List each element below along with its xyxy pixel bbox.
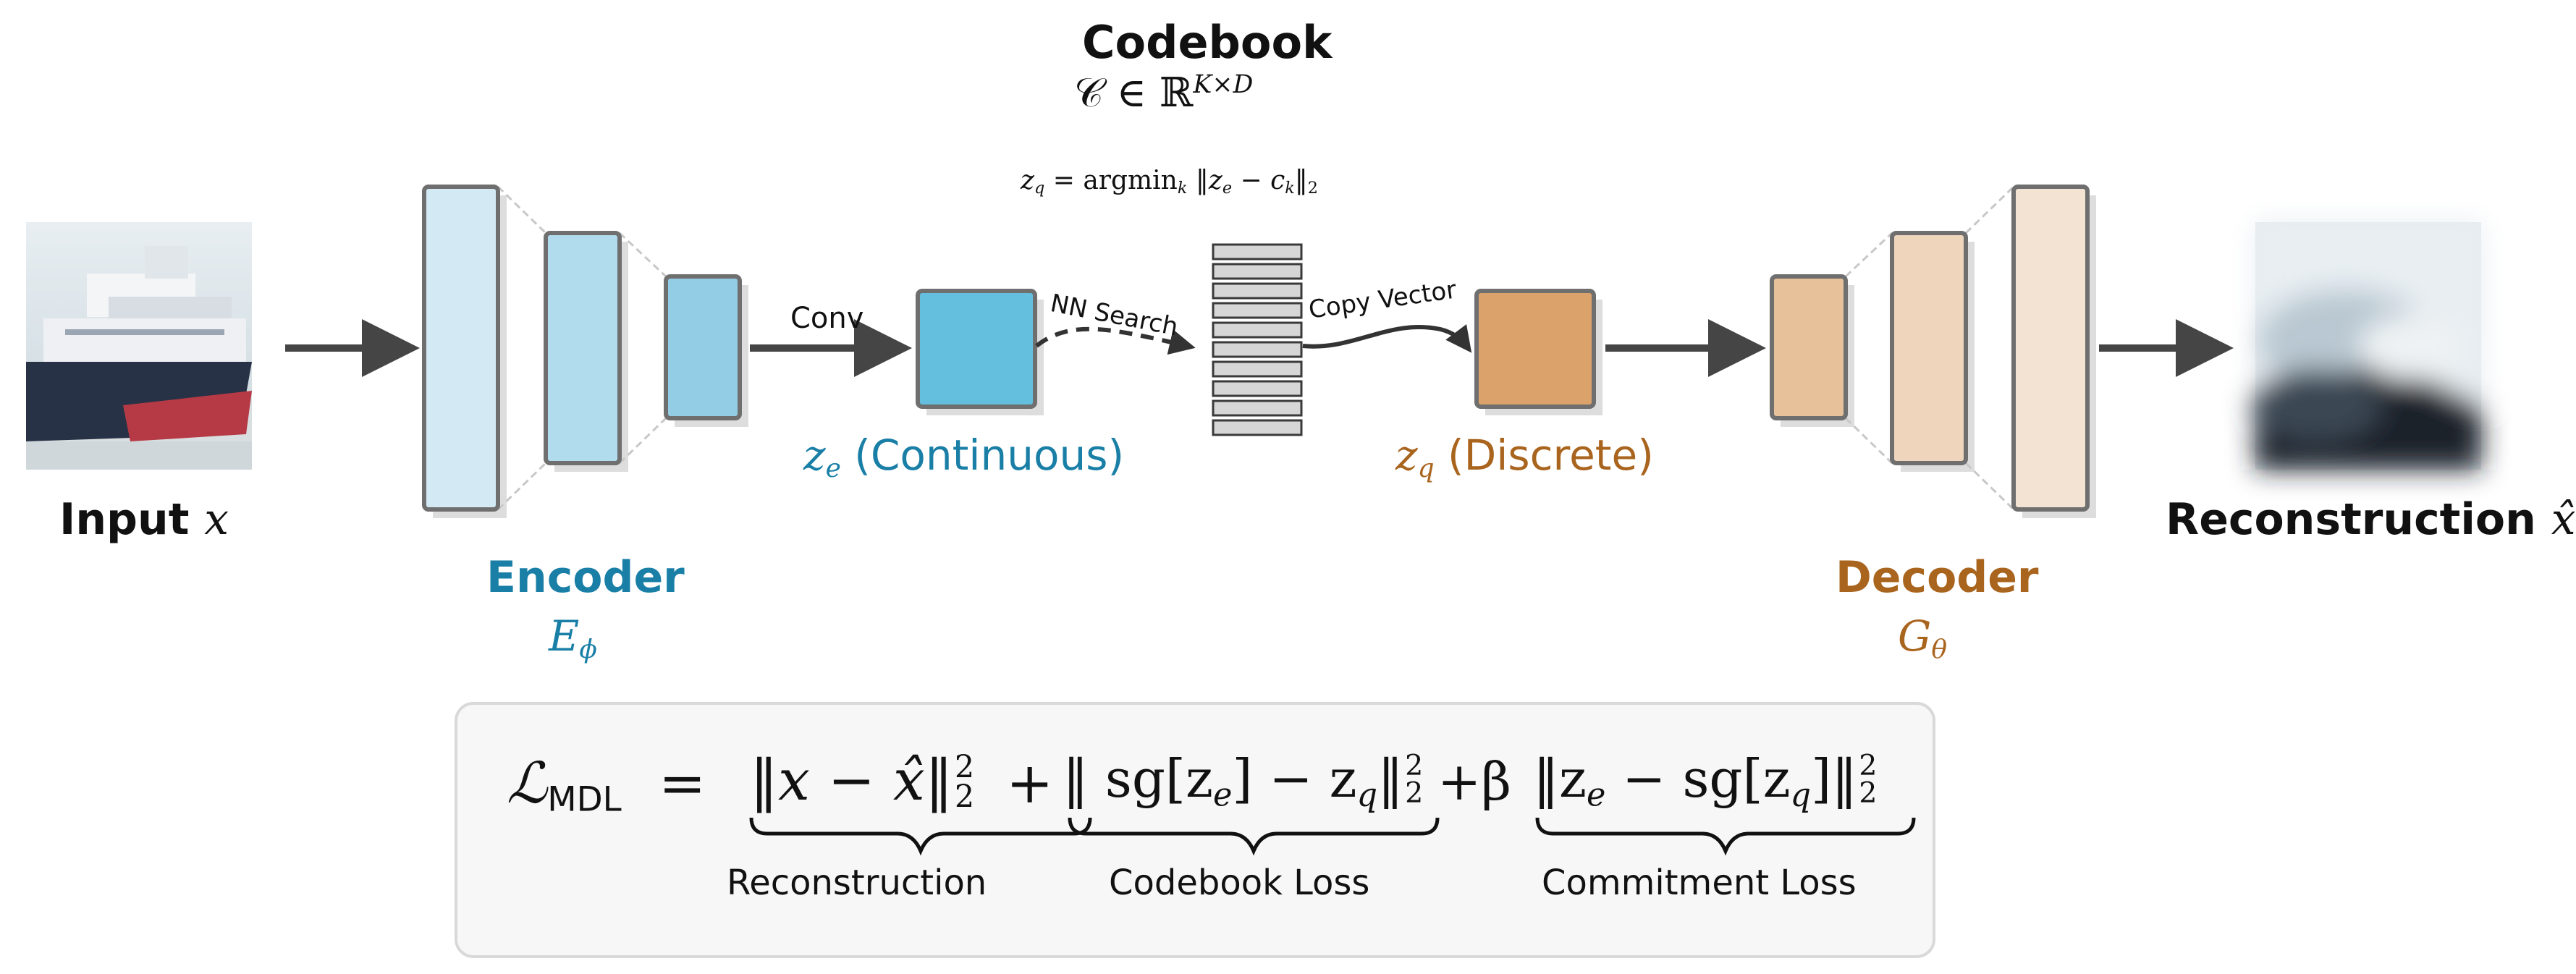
brace-commitment [1535, 817, 1916, 856]
loss-term3-sub: 2 [1859, 776, 1878, 810]
loss-term1-sub: 2 [954, 778, 975, 815]
encoder-symbol-letter: E [549, 611, 580, 661]
loss-term2-e: e [1212, 776, 1233, 814]
output-symbol: x̂ [2551, 494, 2576, 545]
lookup-lhs: z [1021, 166, 1034, 195]
loss-lhs-symbol: ℒ [507, 751, 548, 816]
codebook-space-symbol: 𝒞 ∈ ℝ [1074, 69, 1194, 117]
loss-term1-sup: 2 [954, 749, 975, 785]
loss-equals: = [659, 751, 706, 816]
z-q-label: zq (Discrete) [1395, 434, 1654, 482]
loss-lhs-sub: MDL [547, 780, 622, 820]
loss-term3-mid: − sg[z [1605, 748, 1791, 809]
loss-plus-beta: +β [1437, 751, 1511, 812]
loss-term2-q: q [1356, 776, 1378, 814]
output-label: Reconstruction x̂ [2166, 498, 2576, 541]
encoder-symbol-sub: ϕ [579, 635, 597, 665]
brace-label-commitment: Commitment Loss [1542, 863, 1857, 903]
z-q-box [1474, 289, 1596, 409]
loss-term3-e: e [1586, 776, 1606, 814]
loss-term2-sub: 2 [1405, 776, 1424, 810]
lookup-minus-c: − c [1232, 166, 1285, 195]
decoder-layer-2 [1890, 231, 1968, 465]
brace-label-codebook: Codebook Loss [1109, 863, 1370, 903]
loss-term2-mid: ] − z [1232, 748, 1357, 809]
decoder-symbol-sub: θ [1931, 635, 1947, 665]
decoder-symbol: Gθ [1898, 615, 1947, 663]
decoder-title: Decoder [1836, 552, 2039, 603]
encoder-layer-3 [664, 274, 742, 420]
lookup-norm-sub: 2 [1307, 179, 1318, 198]
encoder-symbol: Eϕ [549, 615, 597, 663]
codebook-stack [1212, 243, 1303, 436]
input-symbol: x [204, 494, 229, 545]
loss-term2-sup: 2 [1405, 749, 1424, 782]
input-label: Input x [59, 498, 229, 541]
z-e-text: (Continuous) [854, 431, 1125, 480]
z-e-symbol: z [803, 431, 826, 480]
loss-term3-q: q [1790, 776, 1812, 814]
lookup-ck-sub: k [1285, 179, 1295, 198]
z-e-box [916, 289, 1037, 409]
loss-panel [455, 702, 1935, 958]
loss-term3-open: ‖z [1533, 748, 1587, 809]
encoder-title: Encoder [486, 552, 685, 603]
loss-term1-body: ‖x − x̂‖ [750, 748, 953, 813]
z-e-sub: e [825, 454, 841, 484]
output-label-text: Reconstruction [2166, 494, 2536, 545]
codebook-space-dims: K×D [1193, 70, 1254, 99]
lookup-norm-open: ‖z [1187, 166, 1222, 195]
loss-plus-1: + [1006, 751, 1054, 816]
decoder-layer-3 [2011, 185, 2090, 512]
codebook-entry [1212, 380, 1303, 397]
encoder-block [422, 185, 748, 518]
codebook-entry [1212, 341, 1303, 358]
codebook-entry [1212, 282, 1303, 300]
loss-term3-close: ]‖ [1811, 748, 1858, 809]
codebook-entry [1212, 302, 1303, 319]
codebook-space: 𝒞 ∈ ℝK×D [1074, 72, 1253, 114]
loss-term2-open: ‖ sg[z [1063, 748, 1213, 809]
lookup-lhs-sub: q [1034, 179, 1045, 198]
z-q-symbol: z [1395, 431, 1418, 480]
edge-label-conv: Conv [790, 302, 864, 335]
z-e-label: ze (Continuous) [803, 434, 1124, 482]
input-image [26, 222, 252, 470]
decoder-symbol-letter: G [1898, 611, 1932, 661]
arrow-copy-vector [1302, 324, 1472, 353]
codebook-entry [1212, 243, 1303, 261]
lookup-argmin: = argmin [1044, 166, 1178, 195]
lookup-argmin-sub: k [1177, 179, 1188, 198]
brace-label-reconstruction: Reconstruction [727, 863, 987, 903]
loss-term2-close: ‖ [1377, 748, 1404, 809]
codebook-entry [1212, 399, 1303, 417]
decoder-block [1770, 185, 2096, 518]
lookup-norm-close: ‖ [1294, 166, 1308, 195]
encoder-layer-2 [544, 231, 622, 465]
decoder-layer-1 [1770, 274, 1848, 420]
codebook-lookup-equation: zq = argmink ‖ze − ck‖2 [1021, 168, 1318, 197]
loss-lhs: ℒMDL [507, 755, 622, 817]
codebook-entry [1212, 360, 1303, 378]
reconstruction-image [2251, 222, 2481, 470]
z-q-sub: q [1417, 454, 1435, 484]
loss-term3-sup: 2 [1859, 749, 1878, 782]
codebook-entry [1212, 263, 1303, 280]
codebook-title: Codebook [1082, 16, 1333, 69]
lookup-ze-sub: e [1222, 179, 1233, 198]
codebook-entry [1212, 321, 1303, 339]
encoder-layer-1 [422, 185, 500, 512]
codebook-entry [1212, 419, 1303, 436]
z-q-text: (Discrete) [1448, 431, 1654, 480]
input-label-text: Input [59, 494, 190, 545]
brace-codebook [1068, 817, 1440, 856]
